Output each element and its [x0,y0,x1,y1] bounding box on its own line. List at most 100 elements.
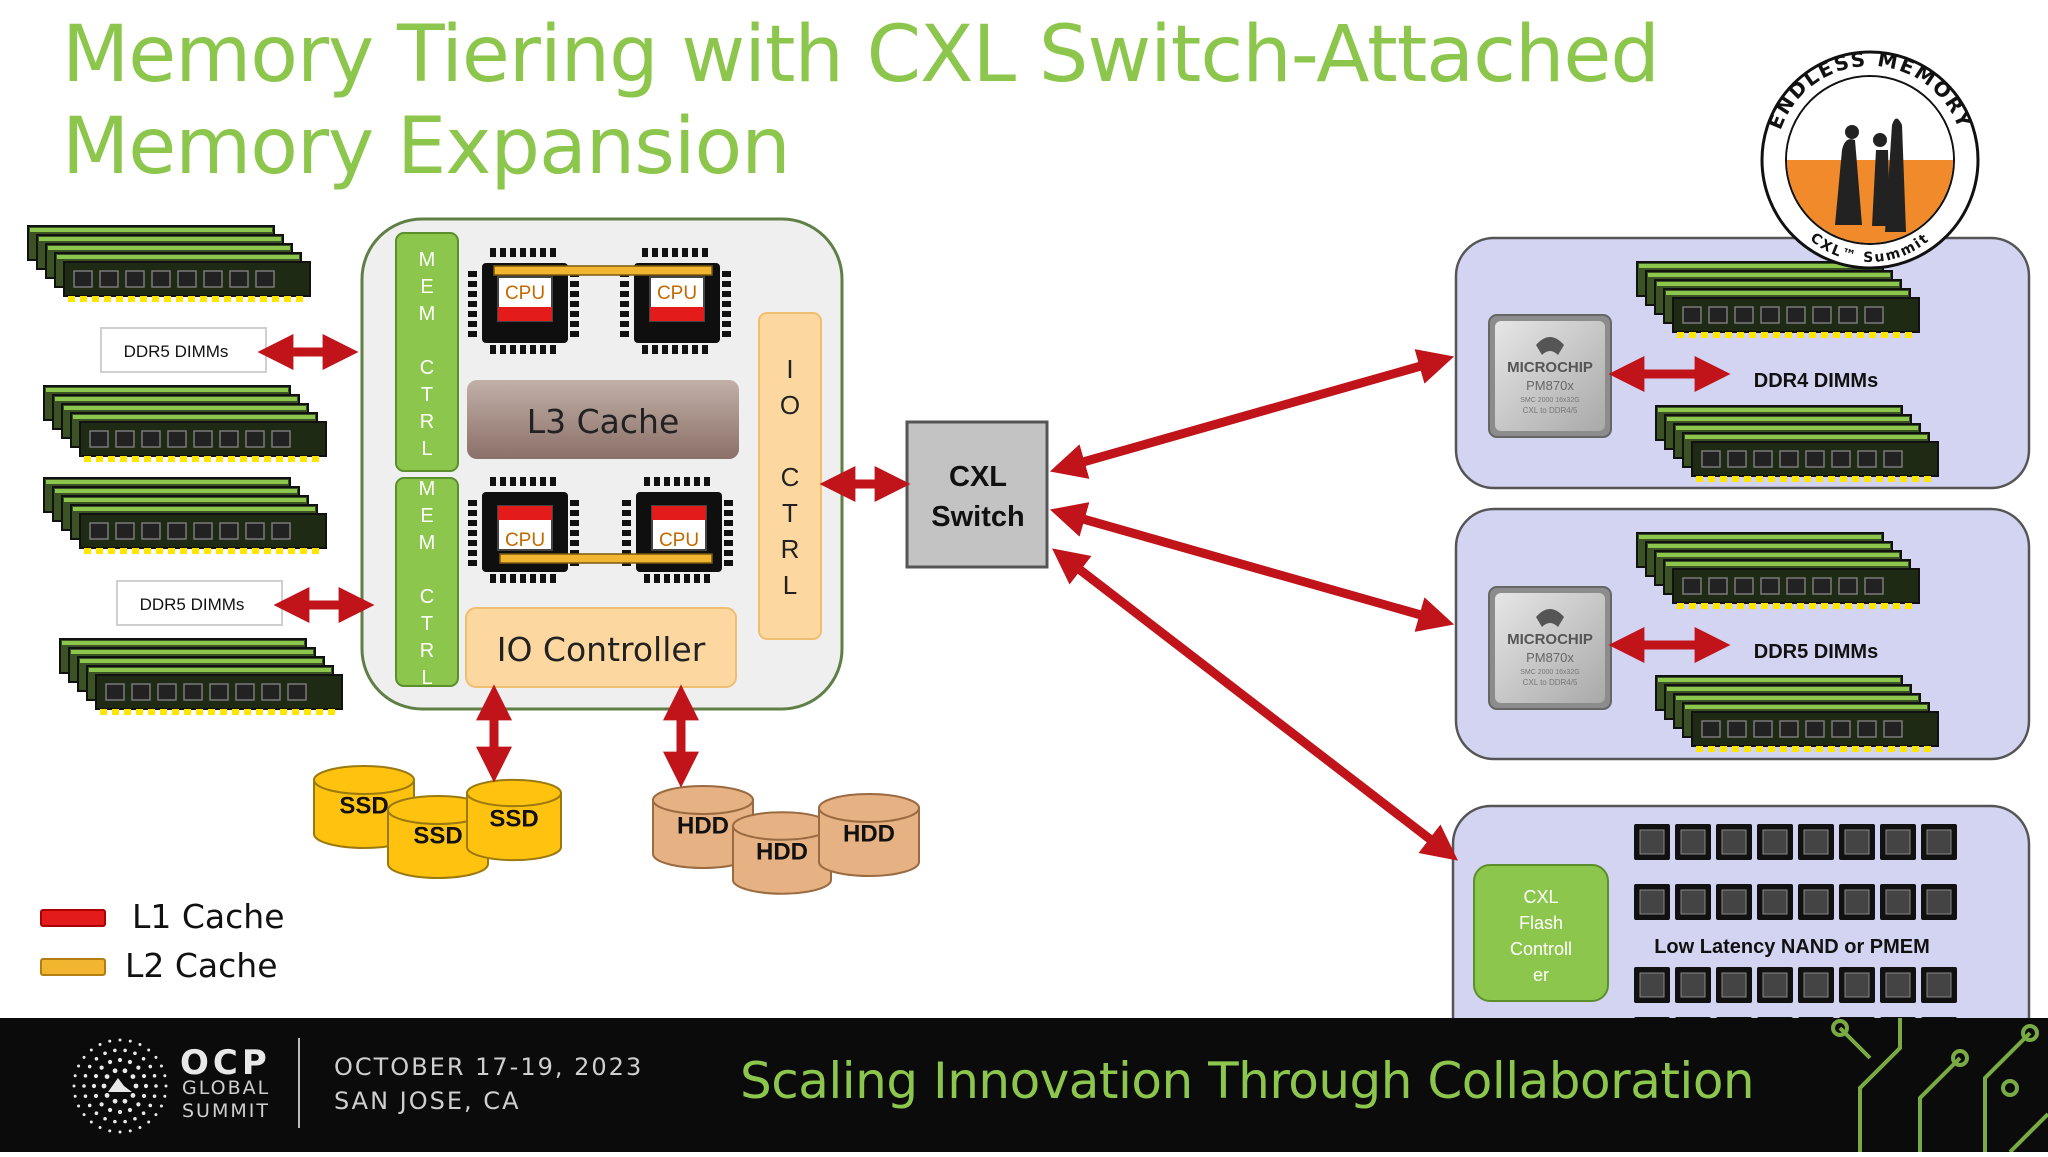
cpu-chip: CPU [468,477,579,583]
cpu-label: CPU [659,530,699,551]
connection-arrows [257,334,1731,861]
ssd-3-label: SSD [489,805,538,832]
mem-ctrl-top-letter: L [421,438,432,460]
cpu-label: CPU [505,283,545,304]
event-date: OCTOBER 17-19, 2023 [334,1053,644,1081]
dimm-stack-right-4 [1655,675,1939,752]
left-dimm-stacks [27,225,343,715]
io-ctrl-letter: I [786,354,793,384]
mem-ctrl-bottom-letter: M [419,532,436,554]
hdd-1-label: HDD [677,812,729,839]
flash-controller-line: Controll [1510,939,1572,959]
ddr5-dimms-right-label: DDR5 DIMMs [1754,641,1878,663]
io-ctrl-letter: T [782,498,798,528]
arrow-switch-to-panel-1 [1049,349,1455,479]
cpu-chip: CPU [620,248,731,354]
hdd-1: HDD [652,785,754,869]
mem-ctrl-top-letter: C [420,357,434,379]
mem-ctrl-bottom-letter: R [420,640,434,662]
ddr4-dimms-label: DDR4 DIMMs [1754,370,1878,392]
dimm-stack-right-2 [1655,405,1939,482]
footer-graphics [72,1018,2048,1152]
footer-tagline: Scaling Innovation Through Collaboration [740,1052,1755,1110]
io-ctrl-letter: L [783,570,797,600]
right-dimm-stacks [1636,261,1939,752]
cpu-label: CPU [657,283,697,304]
l3-cache-label: L3 Cache [527,402,680,441]
ssd-3: SSD [466,778,562,862]
mem-ctrl-bottom-letter: M [419,478,436,500]
ddr5-label-bottom: DDR5 DIMMs [140,595,245,614]
cpu-chip: CPU [468,248,579,354]
surfer-icon [1835,139,1862,225]
footer-bar [0,1018,2048,1152]
ocp-wordmark: OCP [180,1043,271,1083]
io-controller-block: IO Controller [465,607,737,688]
ocp-burst-icon [72,1038,168,1134]
l2-cache-bar-top [493,265,713,276]
mem-ctrl-top-letter: E [420,276,433,298]
io-ctrl-letter: O [780,390,800,420]
flash-controller-line: CXL [1523,887,1558,907]
ddr5-label-top: DDR5 DIMMs [124,342,229,361]
dimm-stack-right-3 [1636,532,1920,609]
hdd-2-label: HDD [756,838,808,865]
circuit-trace-icon [1831,1018,2048,1152]
flash-controller-line: er [1533,965,1549,985]
cxl-switch: CXL Switch [905,420,1049,569]
dimm-stack-left-2 [43,385,327,462]
chip-brand: MICROCHIP [1507,359,1593,376]
legend-l1-swatch [40,909,106,927]
mem-ctrl-top-letter: M [419,303,436,325]
dimm-stack-left-1 [27,225,311,302]
hdd-3: HDD [818,793,920,877]
dimm-stack-right-1 [1636,261,1920,338]
l2-cache-bar-bottom [499,553,713,564]
ssd-2: SSD [387,795,489,879]
chip-spec: SMC 2000 16x32G [1520,397,1580,404]
ocp-global: GLOBAL [182,1077,271,1099]
chip-spec: SMC 2000 16x32G [1520,669,1580,676]
ddr5-label-top-box: DDR5 DIMMs [100,327,267,373]
chip-function: CXL to DDR4/5 [1523,678,1578,687]
hdd-3-label: HDD [843,820,895,847]
event-location: SAN JOSE, CA [334,1087,521,1115]
io-ctrl-letter: C [781,462,800,492]
chip-model: PM870x [1526,650,1574,665]
slide-title-line-2: Memory Expansion [62,102,791,192]
mem-ctrl-top-letter: R [420,411,434,433]
cpu-cores: CPU CPU CPU CPU [468,248,733,583]
mem-ctrl-bottom-letter: E [420,505,433,527]
ssd-2-label: SSD [413,822,462,849]
cpu-chip: CPU [622,477,733,583]
io-controller-label: IO Controller [497,630,706,669]
mem-ctrl-top-letter: T [421,384,433,406]
mem-ctrl-top-letter: M [419,249,436,271]
l3-cache-block: L3 Cache [467,380,739,459]
io-ctrl-letter: R [781,534,800,564]
microchip-logo-icon [1536,337,1564,355]
mem-ctrl-bottom-letter: C [420,586,434,608]
cxl-switch-label-2: Switch [931,501,1024,533]
dimm-stack-left-3 [43,477,327,554]
mem-ctrl-bottom-letter: L [421,667,432,689]
arrow-switch-to-flash [1052,548,1458,861]
dimm-stack-left-4 [59,638,343,715]
legend-l1-label: L1 Cache [132,897,285,936]
ocp-summit: SUMMIT [182,1100,270,1122]
chip-function: CXL to DDR4/5 [1523,406,1578,415]
cpu-label: CPU [505,530,545,551]
mem-ctrl-bottom-letter: T [421,613,433,635]
ddr5-label-bottom-box: DDR5 DIMMs [116,580,283,626]
chip-model: PM870x [1526,378,1574,393]
legend-l2-swatch [40,958,106,976]
endless-memory-logo: ENDLESS MEMORY CXL™ Summit [1760,47,1980,270]
